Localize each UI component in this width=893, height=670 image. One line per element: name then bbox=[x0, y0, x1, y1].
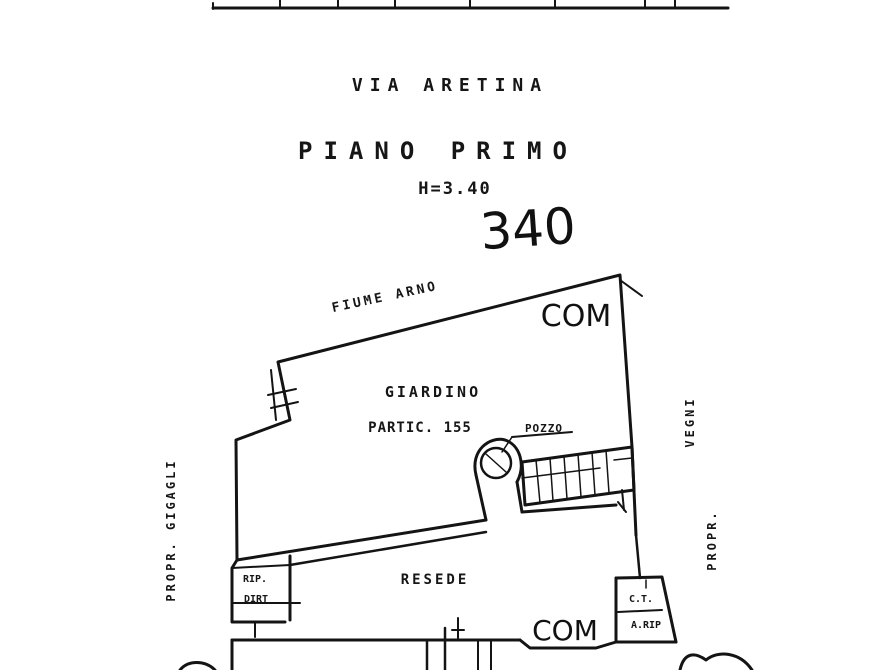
room-right-label-1: C.T. bbox=[629, 594, 653, 605]
right-small-room bbox=[614, 533, 678, 644]
street-label: VIA ARETINA bbox=[352, 75, 548, 96]
height-label: H=3.40 bbox=[418, 179, 491, 199]
garden-label: GIARDINO bbox=[385, 383, 481, 401]
room-right-label-2: A.RIP bbox=[631, 620, 661, 631]
top-edge-strip bbox=[211, 0, 730, 10]
room-left-label-1: RIP. bbox=[243, 574, 267, 585]
well-label: POZZO bbox=[525, 422, 563, 435]
com-bottom-label: COM bbox=[532, 614, 598, 647]
com-top-label: COM bbox=[541, 299, 611, 334]
bottom-walls bbox=[178, 617, 754, 670]
left-small-room bbox=[230, 554, 301, 638]
left-neighbor-label: PROPR. GIGAGLI bbox=[164, 458, 178, 601]
river-label: FIUME ARNO bbox=[331, 279, 440, 316]
room-left-label-2: DIRT bbox=[244, 594, 268, 605]
courtyard-label: RESEDE bbox=[401, 572, 470, 588]
right-neighbor-label-2: PROPR. bbox=[705, 509, 719, 570]
particle-label: PARTIC. 155 bbox=[368, 420, 472, 436]
sheet-number: 340 bbox=[478, 197, 577, 262]
dividing-wall bbox=[235, 518, 488, 567]
floor-title: PIANO PRIMO bbox=[298, 137, 578, 165]
staircase bbox=[520, 445, 636, 513]
right-neighbor-label-1: VEGNI bbox=[683, 396, 697, 447]
